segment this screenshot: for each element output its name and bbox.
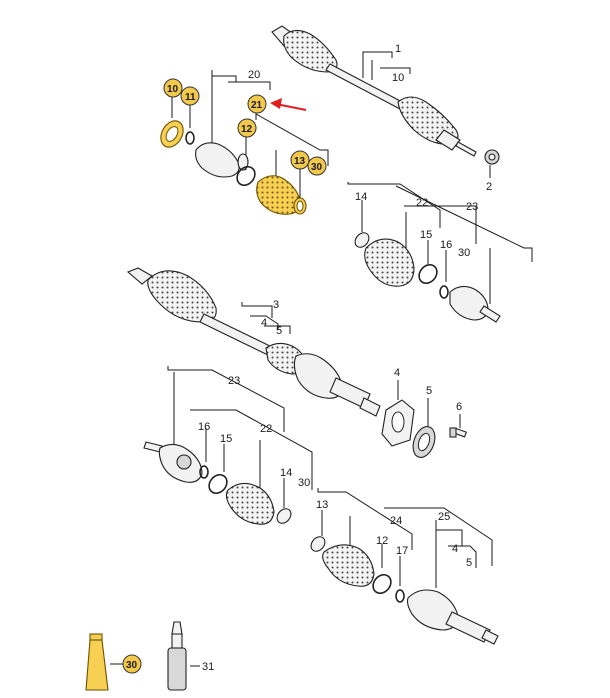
outer-joint-lower[interactable] bbox=[406, 589, 499, 645]
boot-lower[interactable] bbox=[225, 482, 275, 525]
clamp-lower-12[interactable] bbox=[369, 571, 394, 597]
svg-text:13: 13 bbox=[294, 156, 306, 167]
callout-16: 16 bbox=[440, 239, 452, 251]
nut[interactable] bbox=[484, 149, 500, 165]
callout-15: 15 bbox=[420, 229, 432, 241]
callout-31: 31 bbox=[202, 661, 214, 673]
callout-20: 20 bbox=[248, 69, 260, 81]
callout-lines-middle bbox=[241, 302, 291, 334]
callout-13-lower: 13 bbox=[316, 499, 328, 511]
callout-5-lower: 5 bbox=[466, 557, 472, 569]
clamp-right-14[interactable] bbox=[352, 230, 371, 250]
svg-text:21: 21 bbox=[251, 100, 263, 111]
callout-23: 23 bbox=[466, 201, 478, 213]
badge-10: 10 bbox=[163, 78, 183, 98]
outer-joint[interactable] bbox=[195, 142, 249, 178]
clamp-small[interactable] bbox=[233, 163, 258, 189]
callout-lines-lower-left bbox=[167, 366, 313, 508]
callout-22: 22 bbox=[416, 197, 428, 209]
seal-ring[interactable] bbox=[156, 117, 187, 151]
circlip[interactable] bbox=[185, 131, 195, 145]
callout-14-lower: 14 bbox=[280, 467, 292, 479]
inner-joint-right[interactable] bbox=[449, 285, 501, 323]
clamp-lower-14[interactable] bbox=[274, 506, 293, 526]
driveshaft-top[interactable] bbox=[271, 25, 477, 157]
svg-text:30: 30 bbox=[126, 660, 138, 671]
callout-22-lower: 22 bbox=[260, 423, 272, 435]
callout-30: 30 bbox=[458, 247, 470, 259]
svg-text:11: 11 bbox=[185, 92, 196, 103]
badge-11: 11 bbox=[180, 86, 200, 106]
callout-6: 6 bbox=[456, 401, 462, 413]
svg-text:30: 30 bbox=[311, 162, 323, 173]
boot-lower-right[interactable] bbox=[322, 544, 375, 587]
callout-17: 17 bbox=[396, 545, 408, 557]
callout-15-lower: 15 bbox=[220, 433, 232, 445]
callout-4: 4 bbox=[261, 317, 267, 329]
svg-text:10: 10 bbox=[167, 84, 179, 95]
callout-lines-top bbox=[362, 51, 491, 178]
tone-ring[interactable] bbox=[409, 424, 439, 461]
clamp-lower-15[interactable] bbox=[205, 471, 230, 497]
callout-5-ring: 5 bbox=[426, 385, 432, 397]
badge-21: 21 bbox=[247, 94, 267, 114]
callout-3: 3 bbox=[273, 299, 279, 311]
boot-right[interactable] bbox=[364, 238, 415, 287]
grease-tube-icon bbox=[85, 633, 109, 691]
adhesive-bottle-icon bbox=[167, 621, 187, 691]
callout-lines-right bbox=[347, 182, 533, 304]
driveshaft-middle[interactable] bbox=[126, 267, 381, 417]
clamp-right-15[interactable] bbox=[415, 261, 440, 287]
callout-10: 10 bbox=[392, 72, 404, 84]
flange-plate[interactable] bbox=[381, 399, 415, 447]
clamp-lower-13[interactable] bbox=[308, 534, 327, 554]
callout-25: 25 bbox=[438, 511, 450, 523]
callout-30-lower: 30 bbox=[298, 477, 310, 489]
callout-lines-lower-right bbox=[317, 488, 493, 588]
circlip-lower-17[interactable] bbox=[395, 589, 405, 603]
callout-2: 2 bbox=[486, 181, 492, 193]
red-arrow-icon bbox=[270, 98, 307, 111]
callout-5: 5 bbox=[276, 325, 282, 337]
callout-14: 14 bbox=[355, 191, 367, 203]
callout-4-flange: 4 bbox=[394, 367, 400, 379]
callout-lines-flange bbox=[397, 380, 461, 428]
badge-12: 12 bbox=[237, 118, 257, 138]
callout-1: 1 bbox=[395, 43, 401, 55]
circlip-right-16[interactable] bbox=[439, 285, 449, 299]
callout-23-lower: 23 bbox=[228, 375, 240, 387]
clamp-highlighted[interactable] bbox=[293, 197, 307, 215]
badge-13: 13 bbox=[290, 150, 310, 170]
callout-16-lower: 16 bbox=[198, 421, 210, 433]
callout-4-lower: 4 bbox=[452, 543, 458, 555]
svg-text:12: 12 bbox=[241, 124, 253, 135]
badge-30-bottom: 30 bbox=[122, 654, 142, 674]
callout-12-lower: 12 bbox=[376, 535, 388, 547]
inner-joint-lower[interactable] bbox=[143, 441, 203, 483]
circlip-lower-16[interactable] bbox=[199, 465, 209, 479]
bolt[interactable] bbox=[449, 427, 468, 438]
badge-30: 30 bbox=[307, 156, 327, 176]
callout-24: 24 bbox=[390, 515, 402, 527]
